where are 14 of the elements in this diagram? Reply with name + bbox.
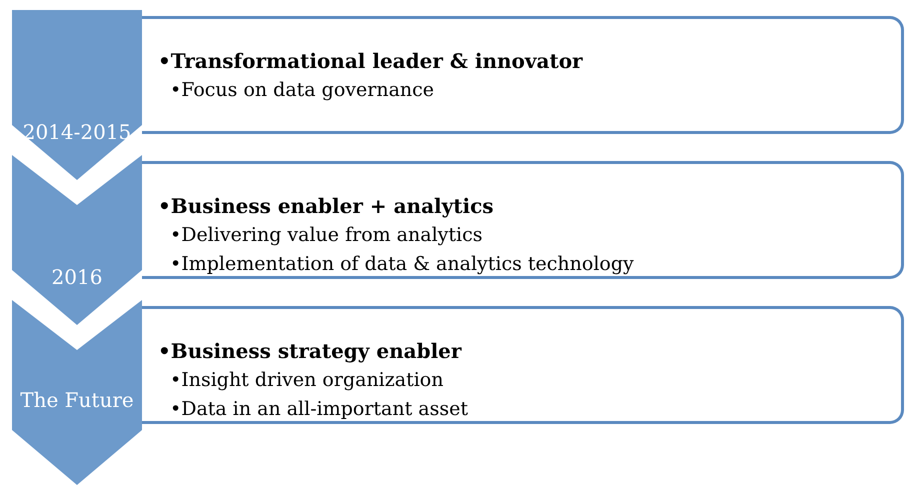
period-label: 2016: [50, 265, 104, 289]
bullet-text: •Implementation of data & analytics technology: [170, 252, 634, 277]
heading-text: •Business enabler + analytics: [158, 193, 494, 220]
heading-text: •Transformational leader & innovator: [158, 48, 583, 75]
content-box: [142, 16, 904, 134]
content-box: [142, 161, 904, 279]
bullet-text: •Delivering value from analytics: [170, 223, 482, 248]
period-label: The Future: [19, 388, 135, 412]
bullet-text: •Insight driven organization: [170, 368, 444, 393]
bullet-text: •Data in an all-important asset: [170, 397, 468, 422]
content-box: [142, 306, 904, 424]
period-label: 2014-2015: [22, 120, 132, 144]
heading-text: •Business strategy enabler: [158, 338, 462, 365]
bullet-text: •Focus on data governance: [170, 78, 434, 103]
